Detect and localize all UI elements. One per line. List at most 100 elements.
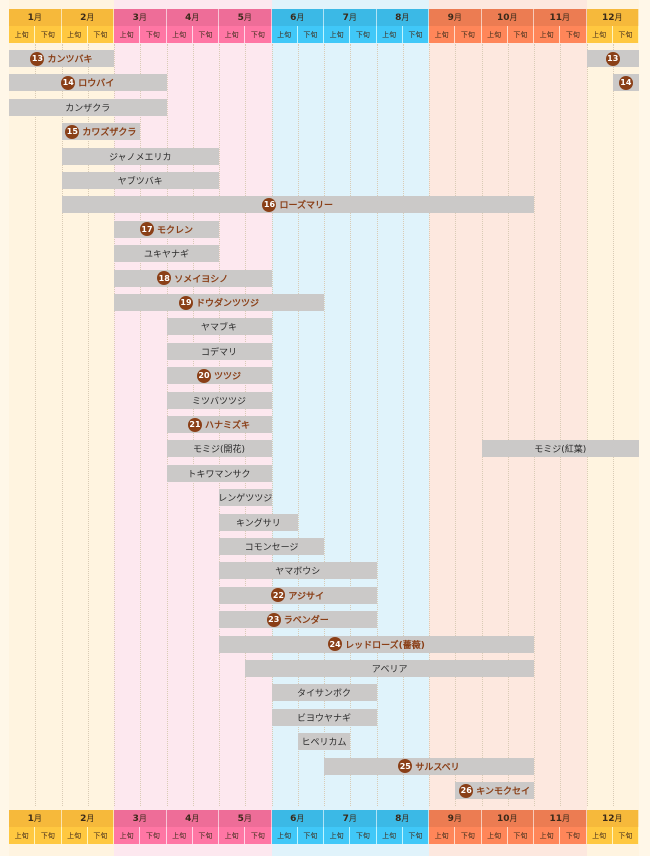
- grid-line: [61, 44, 63, 806]
- grid-line: [35, 44, 37, 806]
- plant-name-label: ミツバツツジ: [191, 396, 246, 407]
- bloom-bar: ヤマボウシ: [219, 562, 377, 580]
- number-badge: 25: [398, 759, 413, 774]
- plant-name-label: ローズマリー: [279, 201, 334, 212]
- half-month-label: 上旬: [166, 827, 193, 844]
- number-badge: 22: [271, 588, 286, 603]
- half-month-label: 上旬: [586, 827, 613, 844]
- plant-name-label: ヤブツバキ: [117, 177, 163, 187]
- grid-line: [402, 44, 404, 806]
- bloom-bar: ヤブツバキ: [61, 172, 219, 189]
- plant-name-label: カワズザクラ: [82, 128, 137, 139]
- plant-name-label: ハナミズキ: [204, 421, 250, 431]
- half-month-label: 下旬: [350, 26, 377, 43]
- grid-line: [429, 44, 430, 806]
- number-badge: 26: [459, 783, 474, 798]
- half-month-label: 下旬: [455, 827, 482, 844]
- bloom-bar: キングサリ: [219, 513, 298, 531]
- grid-line: [297, 44, 299, 806]
- number-badge: 21: [187, 417, 202, 432]
- grid-line: [481, 44, 483, 806]
- half-month-label: 下旬: [560, 26, 587, 43]
- bloom-bar: トキワマンサク: [166, 464, 272, 482]
- number-badge: 14: [61, 75, 76, 90]
- plant-name-label: ユキヤナギ: [143, 250, 189, 261]
- half-month-label: 下旬: [192, 827, 219, 844]
- half-month-label: 上旬: [376, 26, 403, 43]
- half-month-label: 下旬: [507, 827, 534, 844]
- half-month-label: 下旬: [192, 26, 219, 43]
- number-badge: 15: [65, 124, 80, 139]
- bloom-bar: モミジ(開花): [166, 440, 272, 458]
- half-month-label: 上旬: [534, 827, 561, 844]
- half-month-label: 下旬: [507, 26, 534, 43]
- plant-name-label: ジャノメエリカ: [108, 152, 172, 163]
- grid-line: [534, 44, 535, 806]
- bloom-bar: コモンセージ: [219, 538, 324, 555]
- grid-line: [87, 44, 89, 806]
- half-month-label: 上旬: [9, 26, 36, 43]
- grid-line: [271, 44, 273, 806]
- grid-line: [455, 44, 457, 806]
- number-badge: 19: [178, 295, 193, 310]
- plant-name-label: コモンセージ: [244, 543, 299, 553]
- plant-name-label: ヒペリカム: [301, 738, 347, 749]
- plant-name-label: サルスベリ: [415, 762, 460, 773]
- half-month-label: 下旬: [35, 26, 62, 43]
- half-month-label: 上旬: [429, 26, 456, 43]
- bloom-bar: タイサンボク: [271, 684, 377, 702]
- half-month-label: 下旬: [245, 827, 272, 844]
- grid-line: [586, 44, 588, 806]
- plant-name-label: ドウダンツツジ: [195, 299, 259, 309]
- number-badge: 14: [618, 75, 633, 90]
- plant-name-label: モクレン: [156, 225, 193, 236]
- half-month-label: 上旬: [376, 827, 403, 844]
- bloom-bar: コデマリ: [166, 342, 272, 360]
- number-badge: 17: [139, 222, 154, 237]
- half-month-label: 下旬: [245, 26, 272, 43]
- grid-line: [612, 44, 614, 806]
- plant-name-label: キンモクセイ: [476, 787, 530, 797]
- half-month-label: 上旬: [219, 26, 246, 43]
- half-month-label: 上旬: [166, 26, 193, 43]
- half-month-label: 下旬: [402, 827, 429, 844]
- plant-name-label: タイサンボク: [296, 689, 351, 700]
- half-month-label: 下旬: [87, 827, 114, 844]
- plant-name-label: ヤマボウシ: [275, 567, 321, 578]
- grid-line: [560, 44, 562, 806]
- plant-name-label: レッドローズ(薔薇): [345, 640, 425, 651]
- grid-line: [376, 44, 378, 806]
- number-badge: 16: [262, 197, 277, 212]
- bloom-bar: ユキヤナギ: [114, 245, 219, 263]
- half-month-label: 下旬: [455, 26, 482, 43]
- plant-name-label: ツツジ: [213, 372, 241, 383]
- half-month-label: 上旬: [114, 26, 141, 43]
- grid-line: [507, 44, 509, 806]
- plant-name-label: ソメイヨシノ: [174, 274, 229, 285]
- bloom-bar: レンゲツツジ: [218, 489, 272, 507]
- bloom-bar: アベリア: [245, 660, 534, 677]
- half-month-label: 上旬: [61, 827, 88, 844]
- bloom-bar: ジャノメエリカ: [61, 147, 219, 165]
- number-badge: 23: [266, 612, 281, 627]
- half-month-label: 上旬: [271, 827, 298, 844]
- plant-name-label: ロウバイ: [78, 79, 115, 90]
